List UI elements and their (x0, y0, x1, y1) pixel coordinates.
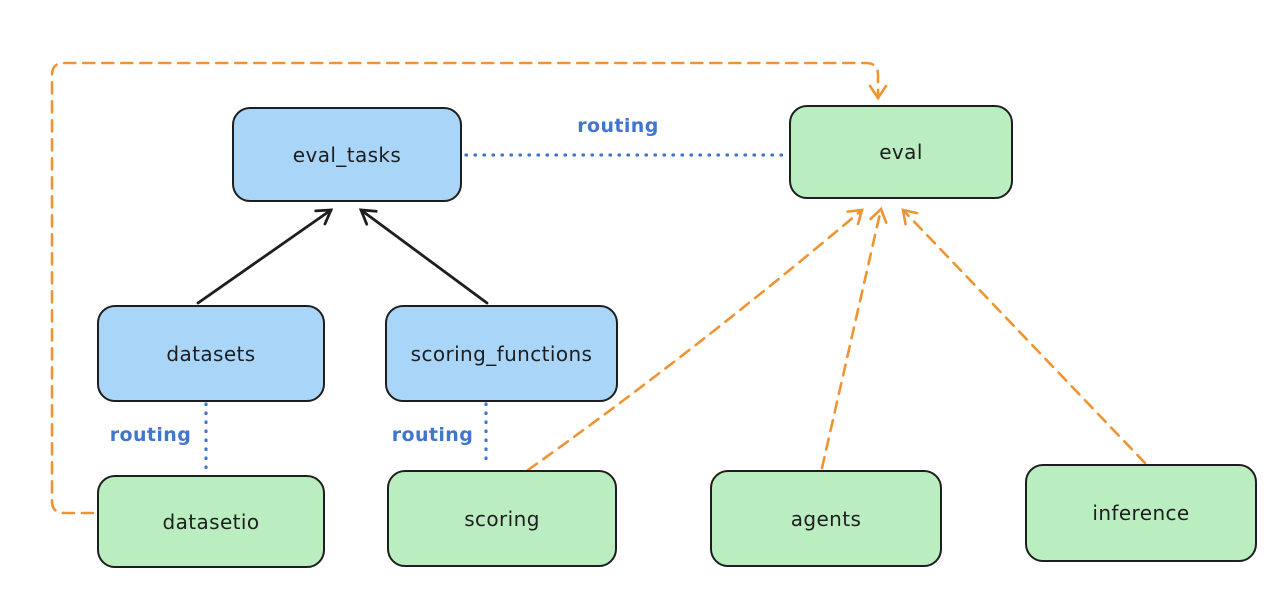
node-datasets: datasets (97, 305, 325, 402)
node-datasetio: datasetio (97, 475, 325, 568)
edge-inference-to-eval (901, 208, 1147, 465)
routing-label-eval-tasks-eval: routing (577, 115, 659, 137)
node-scoring-functions-label: scoring_functions (410, 341, 593, 366)
node-eval-label: eval (879, 140, 923, 164)
node-scoring: scoring (387, 470, 617, 567)
node-datasetio-label: datasetio (162, 509, 260, 534)
node-agents: agents (710, 470, 942, 567)
node-eval-tasks-label: eval_tasks (292, 142, 402, 167)
edge-agents-to-eval (820, 206, 888, 470)
node-eval: eval (789, 105, 1013, 199)
node-agents-label: agents (790, 506, 862, 531)
node-inference: inference (1025, 464, 1257, 562)
edge-scoring-to-eval (526, 208, 864, 472)
node-scoring-functions: scoring_functions (385, 305, 618, 402)
node-scoring-label: scoring (464, 506, 540, 531)
edge-datasets-to-eval-tasks (196, 208, 334, 305)
node-datasets-label: datasets (166, 341, 256, 366)
node-eval-tasks: eval_tasks (232, 107, 462, 202)
routing-label-datasets-datasetio: routing (109, 424, 192, 446)
edge-datasetio-to-eval (50, 61, 888, 515)
routing-label-scoring-functions-scoring: routing (391, 424, 474, 446)
edge-scoring-functions-to-eval-tasks (358, 208, 489, 305)
node-inference-label: inference (1092, 501, 1190, 525)
